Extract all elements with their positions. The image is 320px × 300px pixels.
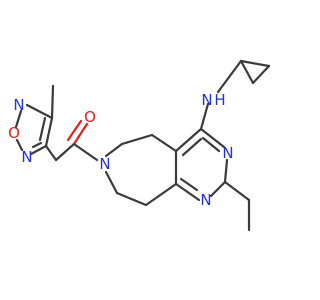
bond-c6-n7 <box>104 142 124 158</box>
amine-n-atom: N <box>201 91 212 109</box>
bond-c5-c6 <box>120 133 154 146</box>
bond-oxa-n2-c3-inner <box>31 141 43 149</box>
bond-c8-c9 <box>115 191 148 207</box>
molecule-structure-diagram: N H N N N O N O N <box>8 59 271 232</box>
oxadiazole-o-atom: O <box>8 124 20 142</box>
bond-c4-n3 <box>199 127 226 149</box>
azepine-n-atom: N <box>99 155 110 173</box>
bond-c2-n1 <box>209 180 227 198</box>
bond-oxa-n2-c3 <box>29 144 48 156</box>
bond-c4a-c4-inner <box>181 137 203 157</box>
amine-h-atom: H <box>214 91 225 109</box>
oxadiazole-n1-atom: N <box>13 96 24 114</box>
bond-oxa-o-n2 <box>15 138 24 152</box>
bond-oxa-n1-o <box>14 109 23 129</box>
bond-c2-ethyl-ch2 <box>223 180 251 202</box>
bond-c4-n3-inner <box>201 136 221 153</box>
bond-oxa-methyl <box>50 84 55 120</box>
bond-c4a-c4 <box>174 127 203 153</box>
bond-cyclopropyl-b <box>239 59 271 68</box>
bond-n7-c8 <box>104 170 119 195</box>
bond-carbonyl-ch2 <box>54 142 76 162</box>
bond-cyclopropyl-c <box>251 64 271 85</box>
bond-oxa-c4-n1 <box>25 103 54 120</box>
bond-carbonyl-o-double <box>66 119 83 142</box>
bond-cyclopropyl-nh <box>216 59 243 94</box>
amine-nh-label: N H <box>201 91 225 109</box>
bond-n3-c2 <box>223 158 229 184</box>
bond-n1-c8a-inner <box>179 177 199 192</box>
bond-layer <box>14 59 271 232</box>
bond-n1-c8a <box>174 182 201 202</box>
bond-c9-c8a <box>144 182 178 207</box>
bond-cyclopropyl-a <box>239 59 255 85</box>
pyrimidine-n1-atom: N <box>200 191 211 209</box>
bond-carbonyl-o <box>72 122 89 146</box>
oxadiazole-n2-atom: N <box>21 148 32 166</box>
bond-nh-c4 <box>199 102 210 131</box>
carbonyl-o-atom: O <box>84 108 96 126</box>
bond-oxa-c3-c4 <box>44 116 54 148</box>
atom-layer: N H N N N O N O N <box>8 91 234 209</box>
bond-ch2-oxadiazole <box>44 144 58 162</box>
pyrimidine-n3-atom: N <box>222 144 233 162</box>
bond-n7-carbonyl <box>72 142 99 162</box>
bond-oxa-c3-c4-inner <box>38 116 47 142</box>
bond-c4a-c5 <box>150 133 178 153</box>
